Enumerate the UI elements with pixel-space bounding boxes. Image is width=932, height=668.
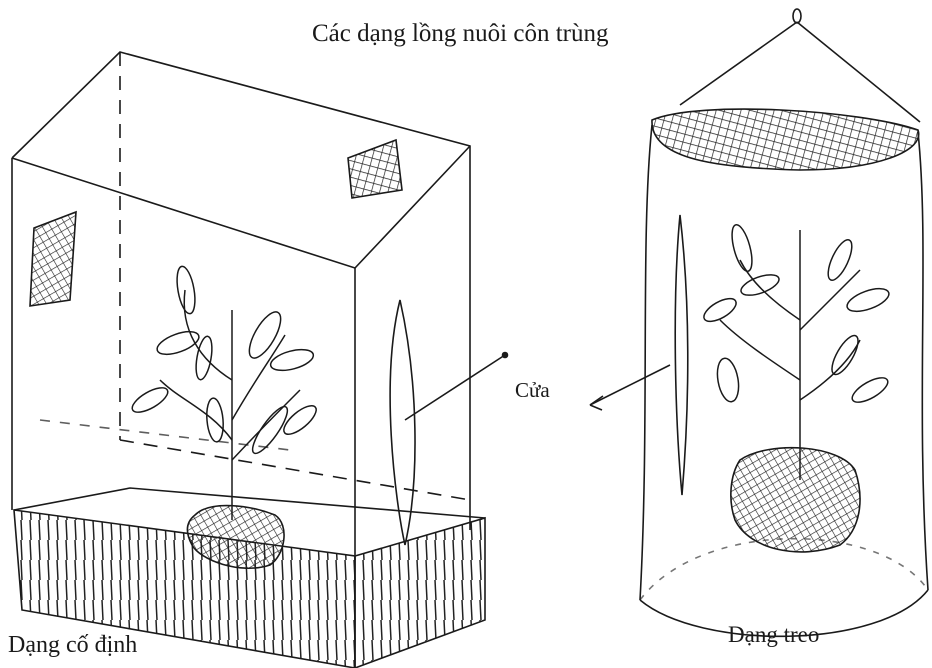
- mesh-patch: [348, 140, 402, 198]
- hanging-string: [797, 22, 920, 122]
- hanging-cage-label: Dạng treo: [728, 622, 819, 648]
- top-mesh: [652, 109, 919, 170]
- hanging-hook: [793, 9, 801, 23]
- hanging-string: [680, 22, 797, 105]
- door-label: Cửa: [515, 378, 550, 403]
- plant: [700, 223, 891, 480]
- plant: [129, 265, 321, 520]
- fixed-cage-label: Dạng cố định: [8, 632, 137, 659]
- hanging-cage: [640, 9, 928, 636]
- fixed-cage: [12, 52, 485, 668]
- mesh-patch: [30, 212, 76, 306]
- diagram-title: Các dạng lồng nuôi côn trùng: [312, 20, 608, 48]
- door-slit: [675, 215, 688, 495]
- plant-pot: [731, 448, 860, 552]
- cage-frame: [12, 52, 470, 530]
- door-slit: [390, 300, 415, 545]
